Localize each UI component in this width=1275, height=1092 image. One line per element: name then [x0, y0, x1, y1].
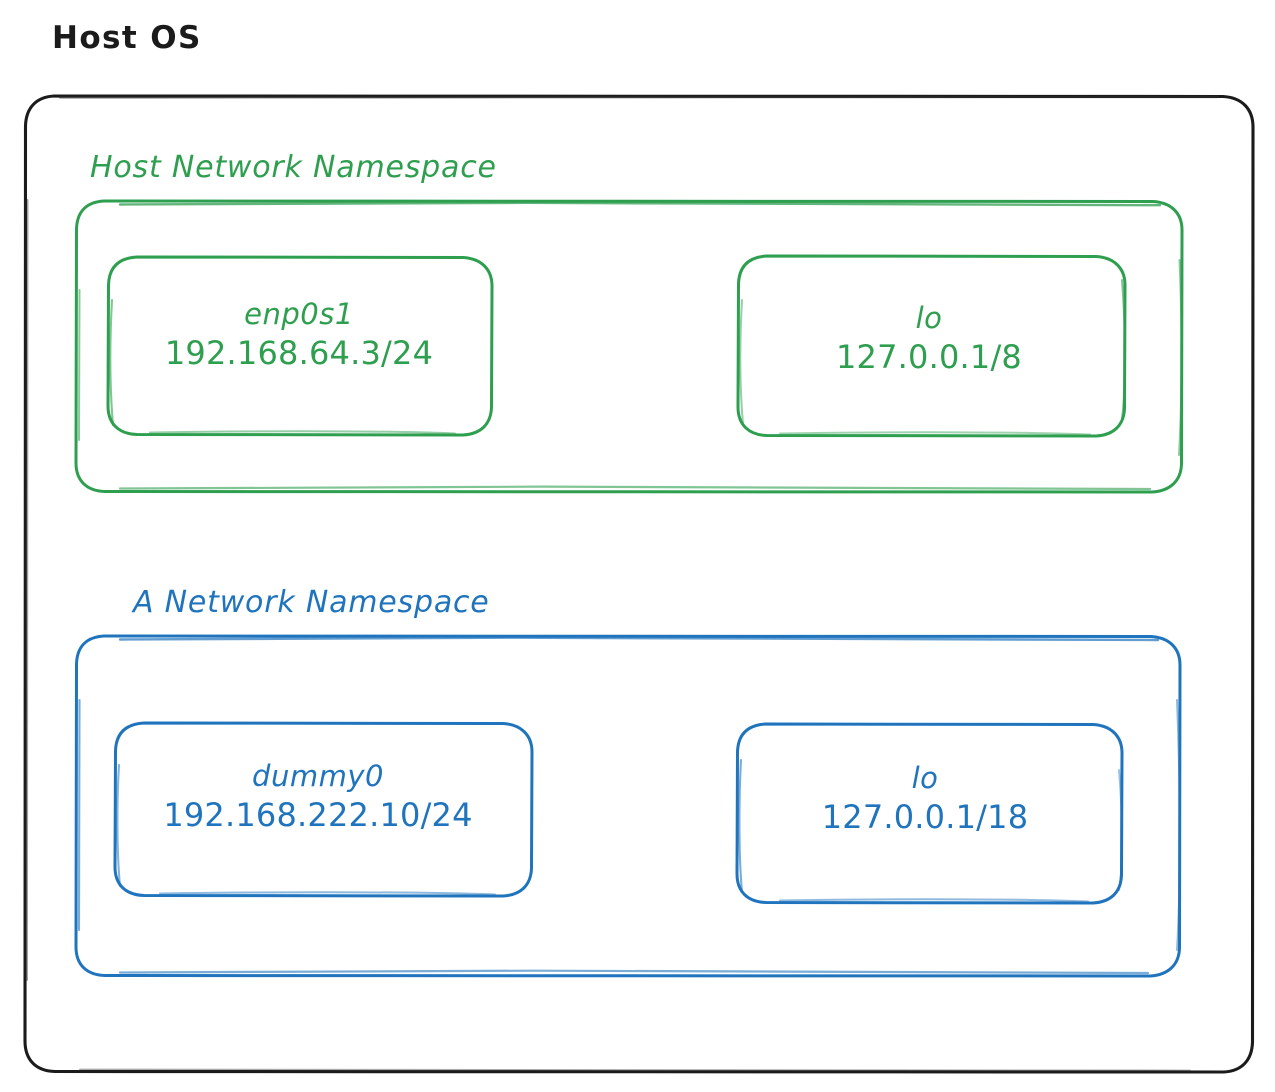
interface-enp0s1: enp0s1 192.168.64.3/24 [108, 296, 490, 374]
interface-box-dummy0 [113, 721, 534, 898]
interface-address: 127.0.0.1/18 [821, 798, 1029, 837]
interface-name: enp0s1 [244, 297, 354, 331]
interface-address: 192.168.222.10/24 [163, 796, 473, 835]
interface-box-enp0s1 [106, 255, 494, 437]
interface-address: 127.0.0.1/8 [835, 338, 1022, 377]
interface-lo-host: lo 127.0.0.1/8 [738, 300, 1120, 378]
interface-address: 192.168.64.3/24 [164, 334, 434, 373]
interface-dummy0: dummy0 192.168.222.10/24 [112, 758, 524, 836]
page-title: Host OS [52, 20, 202, 56]
interface-name: dummy0 [252, 759, 384, 793]
host-network-namespace-label: Host Network Namespace [90, 150, 497, 185]
interface-box-lo-namespace [735, 722, 1124, 905]
interface-box-lo-host [736, 254, 1127, 438]
a-network-namespace-boundary [74, 634, 1182, 978]
interface-name: lo [911, 761, 939, 795]
interface-name: lo [915, 301, 943, 335]
host-os-boundary [23, 94, 1255, 1074]
a-network-namespace-label: A Network Namespace [133, 585, 490, 620]
host-network-namespace-boundary [74, 199, 1184, 494]
interface-lo-namespace: lo 127.0.0.1/18 [734, 760, 1116, 838]
